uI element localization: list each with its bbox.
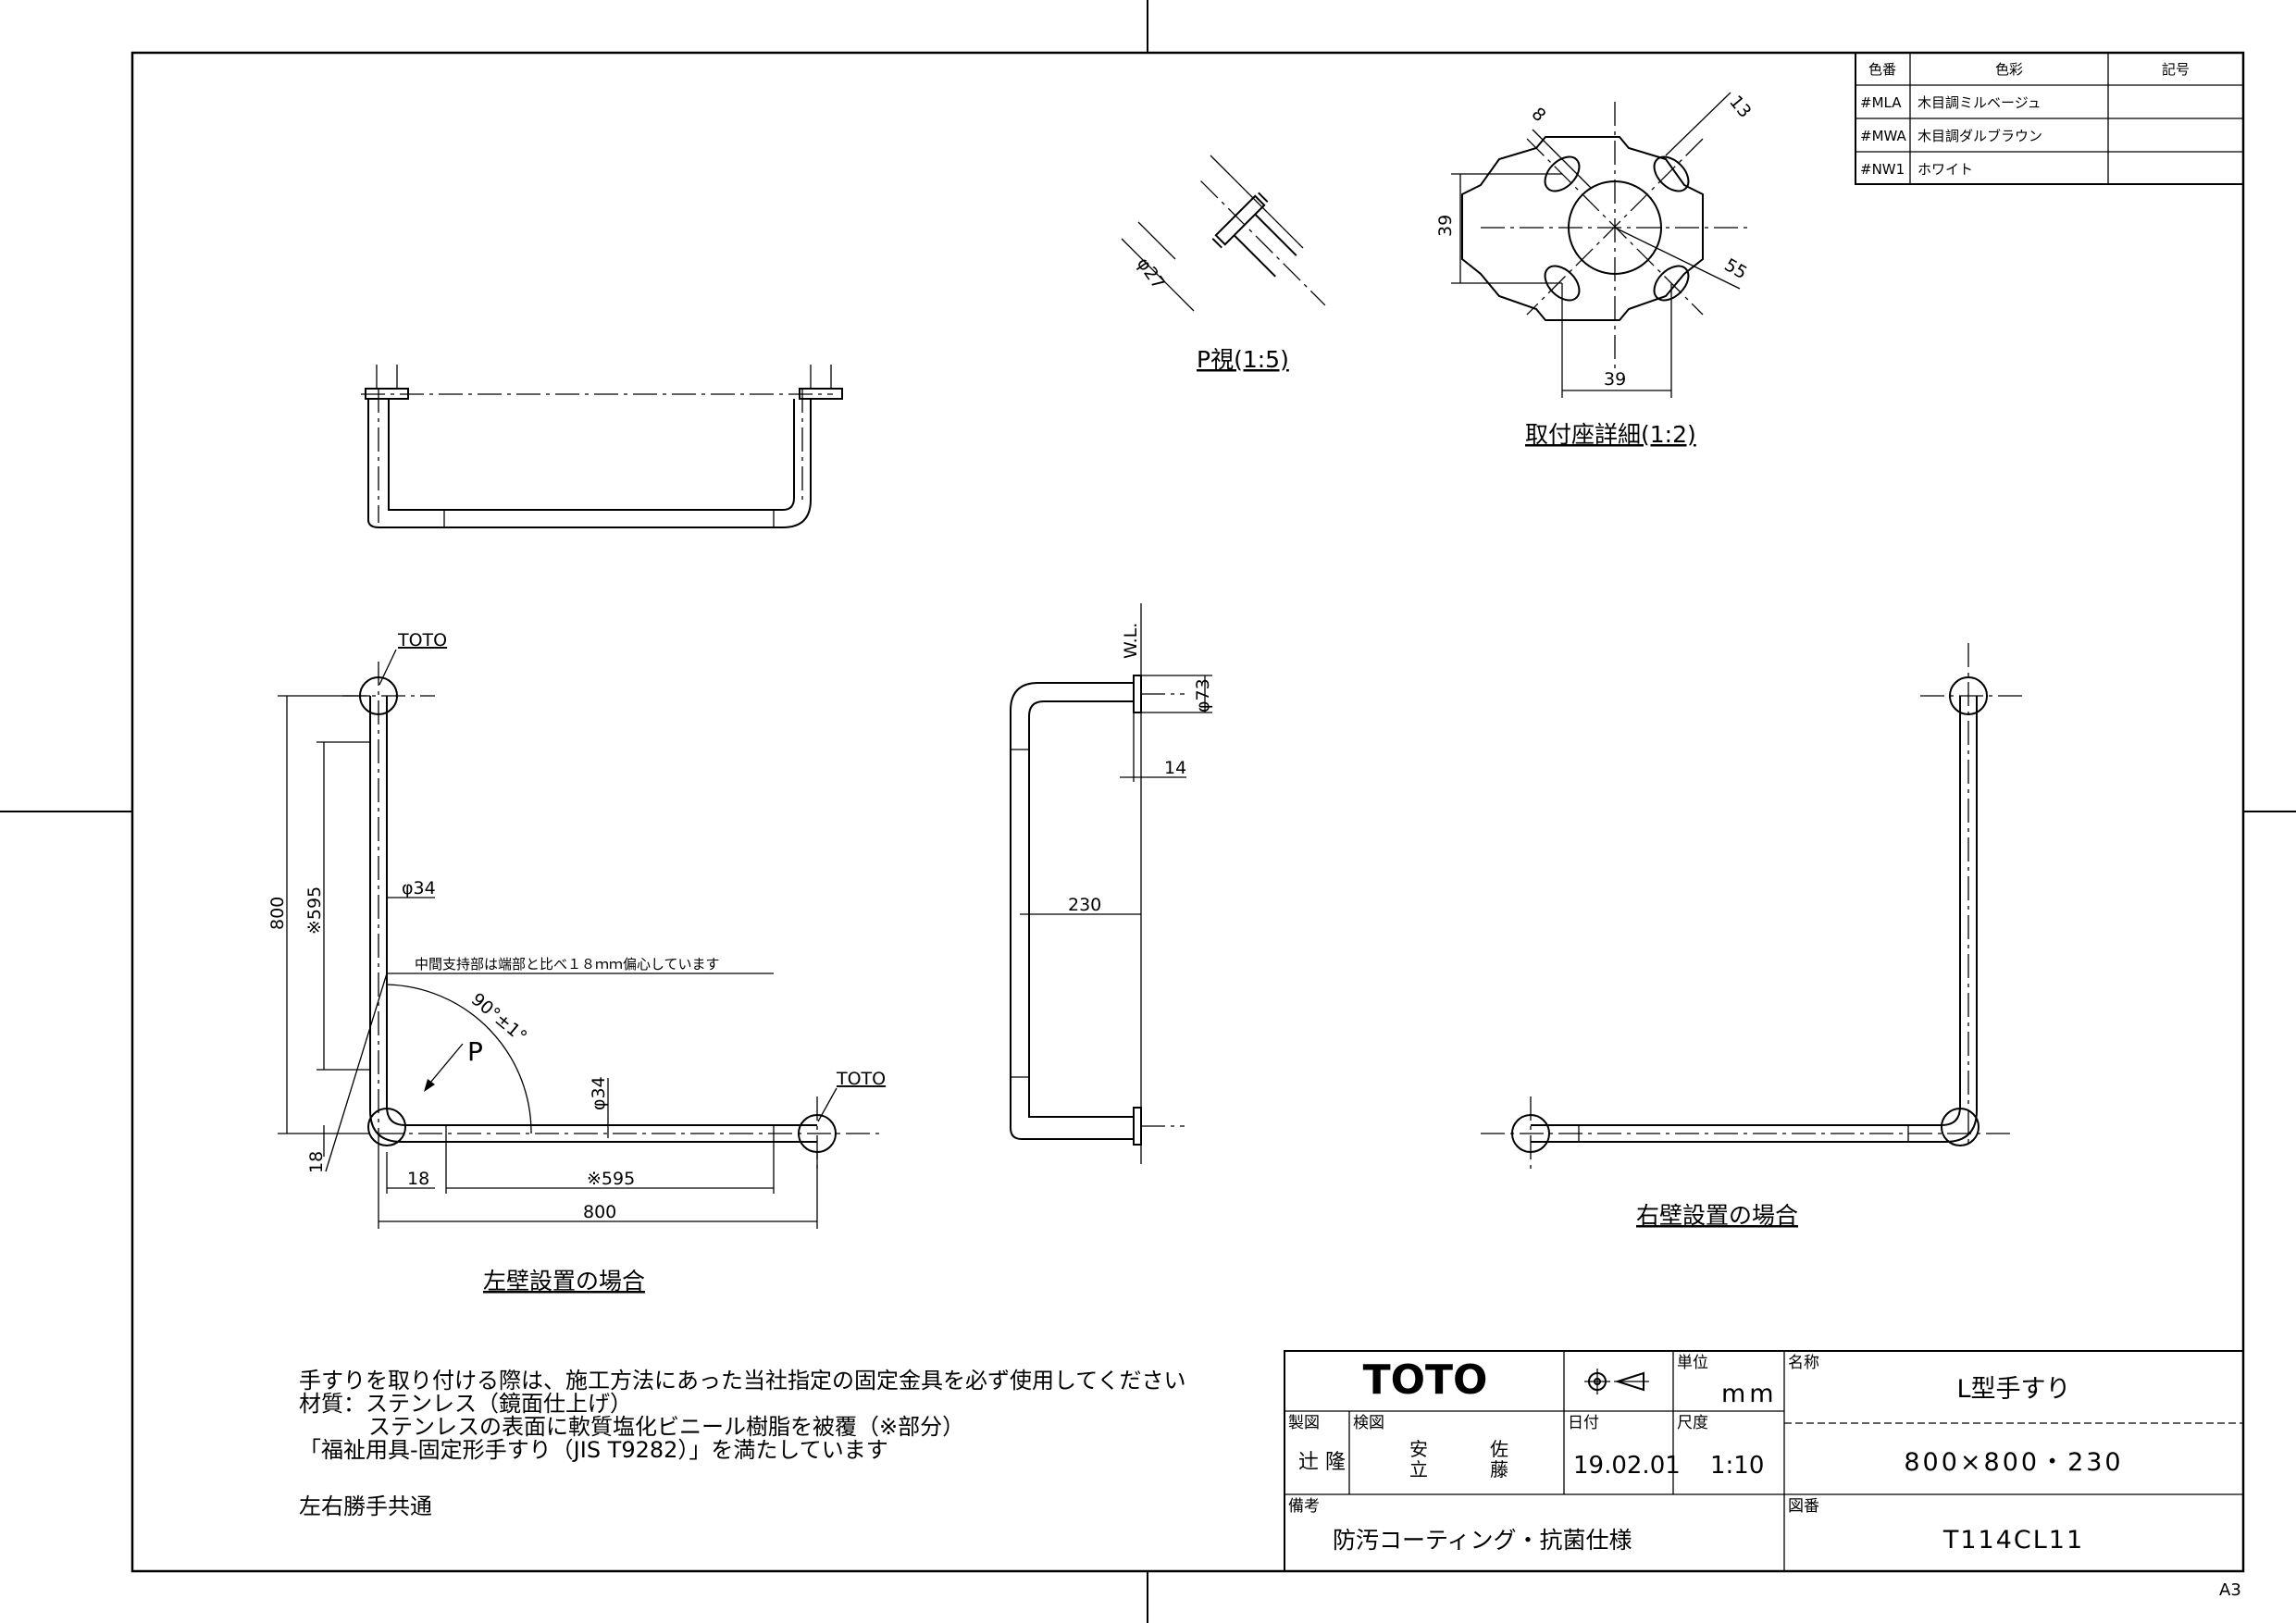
unit-label: 単位: [1677, 1354, 1708, 1372]
base-dim-39-vertical: 39: [1435, 215, 1456, 237]
base-dim-8: 8: [1527, 104, 1549, 126]
size-value: 800×800・230: [1904, 1448, 2123, 1477]
screw-hole: [1544, 265, 1581, 302]
base-dim-39-horizontal: 39: [1604, 369, 1626, 390]
note-line-3: ステンレスの表面に軟質塩化ビニール樹脂を被覆（※部分）: [368, 1414, 964, 1440]
side-view: W.L. φ73 14 230: [1010, 603, 1213, 1164]
p-view-diameter-label: φ27: [1133, 254, 1169, 293]
title-block: TOTO 単位 mm 名称 L型手すり 製図 辻 隆 検図 安 立 佐 藤 日付…: [1284, 1350, 2244, 1572]
drawing-no-label: 図番: [1788, 1497, 1819, 1516]
remarks-value: 防汚コーティング・抗菌仕様: [1333, 1527, 1632, 1554]
dim-diameter-73: φ73: [1193, 678, 1213, 712]
checked-value: 立: [1409, 1458, 1428, 1481]
drafted-label: 製図: [1288, 1414, 1320, 1432]
screw-hole: [1653, 155, 1690, 192]
note-line-4: 「福祉用具-固定形手すり（JIS T9282）」を満たしています: [299, 1437, 888, 1463]
unit-value: mm: [1721, 1380, 1778, 1408]
checked-label: 検図: [1353, 1414, 1384, 1432]
brand-logo: TOTO: [1363, 1357, 1488, 1404]
note-line-1: 手すりを取り付ける際は、施工方法にあった当社指定の固定金具を必ず使用してください: [299, 1368, 1186, 1394]
color-row-code: #MWA: [1860, 128, 1907, 144]
base-dim-13: 13: [1725, 92, 1755, 122]
color-row-code: #NW1: [1860, 161, 1905, 178]
date-label: 日付: [1568, 1414, 1599, 1432]
dim-230: 230: [1068, 895, 1101, 915]
color-table-header-mark: 記号: [2162, 61, 2190, 78]
left-wall-front-view: TOTO TOTO 800 ※595 18 φ34 中間支持部は端部と比べ１８ｍ…: [267, 630, 886, 1295]
dim-diameter-34-vertical: φ34: [402, 878, 436, 898]
sheet-size-label: A3: [2219, 1580, 2241, 1600]
p-view-drawing: φ27 P視(1:5): [1121, 155, 1326, 373]
left-wall-caption: 左壁設置の場合: [483, 1268, 645, 1295]
dim-14: 14: [1164, 758, 1186, 778]
checked-value: 藤: [1490, 1458, 1508, 1481]
checked-value: 安: [1409, 1438, 1428, 1460]
dim-width-595: ※595: [587, 1169, 635, 1189]
color-row-name: 木目調ダルブラウン: [1917, 128, 2042, 144]
name-value: L型手すり: [1956, 1375, 2070, 1404]
dim-height-800: 800: [267, 897, 288, 930]
drafted-value: 辻 隆: [1298, 1451, 1346, 1474]
notes-block: 手すりを取り付ける際は、施工方法にあった当社指定の固定金具を必ず使用してください…: [299, 1368, 1186, 1519]
date-value: 19.02.01: [1573, 1452, 1681, 1480]
dim-width-800: 800: [583, 1202, 616, 1222]
base-detail-caption: 取付座詳細(1:2): [1525, 421, 1696, 448]
color-table-header-name: 色彩: [1995, 61, 2023, 78]
toto-mark-top: TOTO: [397, 630, 447, 650]
color-table: 色番 色彩 記号 #MLA 木目調ミルベージュ #MWA 木目調ダルブラウン #…: [1855, 52, 2244, 185]
note-line-2: 材質：ステンレス（鏡面仕上げ）: [299, 1391, 632, 1417]
scale-value: 1:10: [1710, 1452, 1764, 1480]
top-plan-view: [361, 365, 843, 528]
scale-label: 尺度: [1677, 1414, 1708, 1432]
base-detail-drawing: 39 39 8 13 55 取付座詳細(1:2): [1435, 92, 1756, 448]
color-row-name: ホワイト: [1917, 161, 1973, 178]
right-wall-front-view: 右壁設置の場合: [1481, 643, 2022, 1229]
dim-diameter-34-horizontal: φ34: [589, 1076, 609, 1110]
note-line-5: 左右勝手共通: [299, 1493, 432, 1519]
base-plate-outline: [1461, 136, 1704, 321]
drawing-no-value: T114CL11: [1942, 1526, 2084, 1555]
p-arrow-label: P: [467, 1036, 483, 1067]
base-dim-55: 55: [1721, 254, 1751, 283]
checked-value: 佐: [1490, 1438, 1508, 1460]
projection-symbol-icon: [1584, 1369, 1649, 1394]
dim-width-18: 18: [407, 1169, 429, 1189]
right-wall-caption: 右壁設置の場合: [1636, 1202, 1798, 1229]
p-view-caption: P視(1:5): [1197, 346, 1289, 373]
color-table-header-code: 色番: [1868, 61, 1896, 78]
dim-height-595: ※595: [304, 886, 325, 935]
dim-height-18: 18: [306, 1151, 327, 1173]
color-row-code: #MLA: [1860, 94, 1902, 111]
color-row-name: 木目調ミルベージュ: [1917, 94, 2042, 111]
toto-mark-bottom: TOTO: [836, 1069, 886, 1089]
name-label: 名称: [1788, 1354, 1819, 1372]
remarks-label: 備考: [1288, 1497, 1320, 1516]
wall-line-label: W.L.: [1121, 623, 1141, 659]
offset-note: 中間支持部は端部と比べ１８ｍｍ偏心しています: [415, 956, 720, 973]
